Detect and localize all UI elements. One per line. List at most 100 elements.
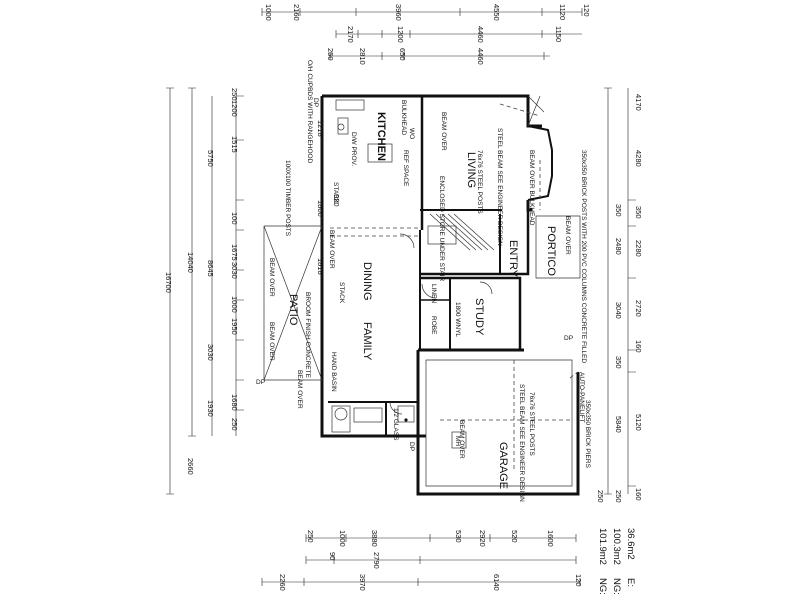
- dim-top-10: 250: [326, 48, 335, 61]
- dim-bottom-9: 6140: [492, 574, 501, 591]
- note-auto-panelift: AUTO-PANELIFT: [578, 372, 585, 423]
- dim-left-5: 250: [230, 88, 239, 101]
- note-enclosed-store: ENCLOSED STORE UNDER STAIR: [438, 176, 445, 282]
- drain-icon: [404, 418, 408, 422]
- dim-top-5: 120: [582, 4, 591, 17]
- dim-right-1: 4280: [634, 150, 643, 167]
- area-garage-label: NG:: [611, 578, 622, 595]
- room-kitchen: KITCHEN: [375, 112, 387, 161]
- dim-top-3: 4550: [492, 4, 501, 21]
- dim-right-2: 350: [614, 204, 623, 217]
- area-living-value: 101.9m2: [597, 528, 608, 565]
- beam-lines: [330, 103, 579, 470]
- area-patio-value: 36.6m2: [625, 528, 636, 560]
- note-bulkhead: BULKHEAD: [400, 100, 407, 135]
- note-broom-finish: BROOM FINISH CONCRETE: [304, 292, 311, 379]
- dim-bottom-5: 520: [510, 530, 519, 543]
- dim-bottom-4: 530: [454, 530, 463, 543]
- dim-top-6: 2170: [346, 26, 355, 43]
- room-living: LIVING: [465, 152, 477, 188]
- note-steel-posts: 76x76 STEEL POSTS: [476, 150, 483, 214]
- room-entry: ENTRY: [507, 240, 519, 278]
- dim-left-10: 1950: [230, 318, 239, 335]
- dim-left-13: 1930: [206, 400, 215, 417]
- dim-right-12: 250: [614, 490, 623, 503]
- dim-left-11: 3030: [206, 344, 215, 361]
- dim-right-7: 2720: [634, 300, 643, 317]
- dim-bottom-7: 3970: [358, 574, 367, 591]
- note-steel-beam-garage: STEEL BEAM SEE ENGINEER DESIGN: [518, 384, 525, 502]
- note-steel-posts-garage: 76x76 STEEL POSTS: [528, 392, 535, 456]
- dim-left-20: 1818: [316, 258, 325, 275]
- dim-top-2: 3960: [394, 4, 403, 21]
- dim-right-6: 3040: [614, 302, 623, 319]
- note-stack-family: STACK: [338, 282, 345, 304]
- dim-top-0: 1000: [264, 4, 273, 21]
- note-wo: WO: [408, 128, 415, 139]
- note-stack-kitchen: STACK: [332, 182, 339, 204]
- fixtures: [331, 99, 495, 449]
- dim-left-0: 16700: [164, 272, 173, 293]
- dim-left-4: 1200: [230, 100, 239, 117]
- dim-right-10: 5840: [614, 416, 623, 433]
- dim-bottom-3: 2790: [372, 552, 381, 569]
- dim-top-9: 1150: [554, 26, 563, 42]
- note-steel-beam: STEEL BEAM SEE ENGINEER DESIGN: [496, 128, 503, 246]
- dim-left-9: 1000: [230, 296, 239, 313]
- dim-top-8: 4460: [476, 26, 485, 43]
- dim-right-13: 160: [634, 488, 643, 501]
- note-brick-posts: 350x350 BRICK POSTS WITH 200 PVC COLUMNS…: [580, 150, 587, 363]
- plan-notes: BULKHEAD BEAM OVER D/W PROV. REF SPACE W…: [256, 60, 591, 502]
- dim-bottom-0: 3880: [370, 530, 379, 547]
- dim-top-4: 1120: [558, 4, 567, 20]
- room-garage: GARAGE: [497, 442, 509, 489]
- note-onsite-cupbd: O/H CUPBDS WITH RANGEHOOD: [306, 60, 313, 164]
- dim-right-9: 160: [634, 340, 643, 353]
- note-beam-over-garage: BEAM OVER: [458, 420, 465, 459]
- dim-left-16: 2660: [186, 458, 195, 475]
- note-hand-basin: HAND BASIN: [330, 352, 337, 392]
- dim-bottom-1: 2920: [478, 530, 487, 547]
- dim-top-1: 2160: [292, 4, 301, 21]
- note-dp-patio: DP: [256, 379, 265, 386]
- dimension-lines: [166, 8, 636, 586]
- dim-bottom-11: 90: [328, 552, 337, 560]
- area-patio-label: E:: [625, 578, 636, 587]
- note-dp-garage: DP: [564, 335, 573, 342]
- area-living-label: NG:: [597, 578, 608, 595]
- dim-left-18: 920: [332, 194, 341, 207]
- note-dw-prov: D/W PROV.: [350, 132, 357, 166]
- dim-left-1: 14040: [186, 252, 195, 273]
- dim-bottom-2: 1600: [546, 530, 555, 547]
- room-labels: KITCHEN LIVING DINING FAMILY PATIO STUDY…: [287, 112, 557, 489]
- dim-left-15: 250: [230, 418, 239, 431]
- note-beam-over-portico: BEAM OVER: [564, 216, 571, 255]
- dim-right-5: 350: [634, 206, 643, 219]
- dim-left-8: 3030: [230, 262, 239, 279]
- room-family: FAMILY: [361, 322, 373, 361]
- note-beam-over-patio-bottom: BEAM OVER: [296, 370, 303, 409]
- note-beam-over-top: BEAM OVER: [440, 112, 447, 151]
- dim-bottom-8: 2260: [278, 574, 287, 591]
- dim-left-17: 1800: [316, 200, 325, 217]
- dim-right-11: 5120: [634, 414, 643, 431]
- dim-left-14: 1680: [230, 394, 239, 411]
- note-linen: LINEN: [430, 284, 437, 303]
- dim-left-2: 5750: [206, 150, 215, 167]
- dim-right-0: 4170: [634, 94, 643, 111]
- dim-right-8: 350: [614, 356, 623, 369]
- note-dp-bottom: DP: [408, 442, 415, 451]
- note-beam-over-dining: BEAM OVER: [328, 230, 335, 269]
- dim-bottom-12: 1000: [338, 530, 347, 547]
- dim-top-11: 2810: [358, 48, 367, 65]
- dimension-text: 1000 2160 3960 4550 1120 120 2170 1200 4…: [164, 4, 643, 591]
- note-wnyl: 1800 WNYL: [454, 302, 461, 337]
- note-mh: MH: [454, 436, 461, 446]
- dim-left-12: 100: [230, 212, 239, 225]
- house-walls: [263, 94, 581, 496]
- note-glass-door: 1/2 GLASS: [392, 408, 399, 441]
- note-bulkhead-over: BEAM OVER BULKHEAD: [528, 150, 535, 226]
- dim-left-19: 1218: [316, 120, 325, 137]
- dim-left-3: 1515: [230, 136, 239, 153]
- note-brick-piers: 350x350 BRICK PIERS: [584, 400, 591, 469]
